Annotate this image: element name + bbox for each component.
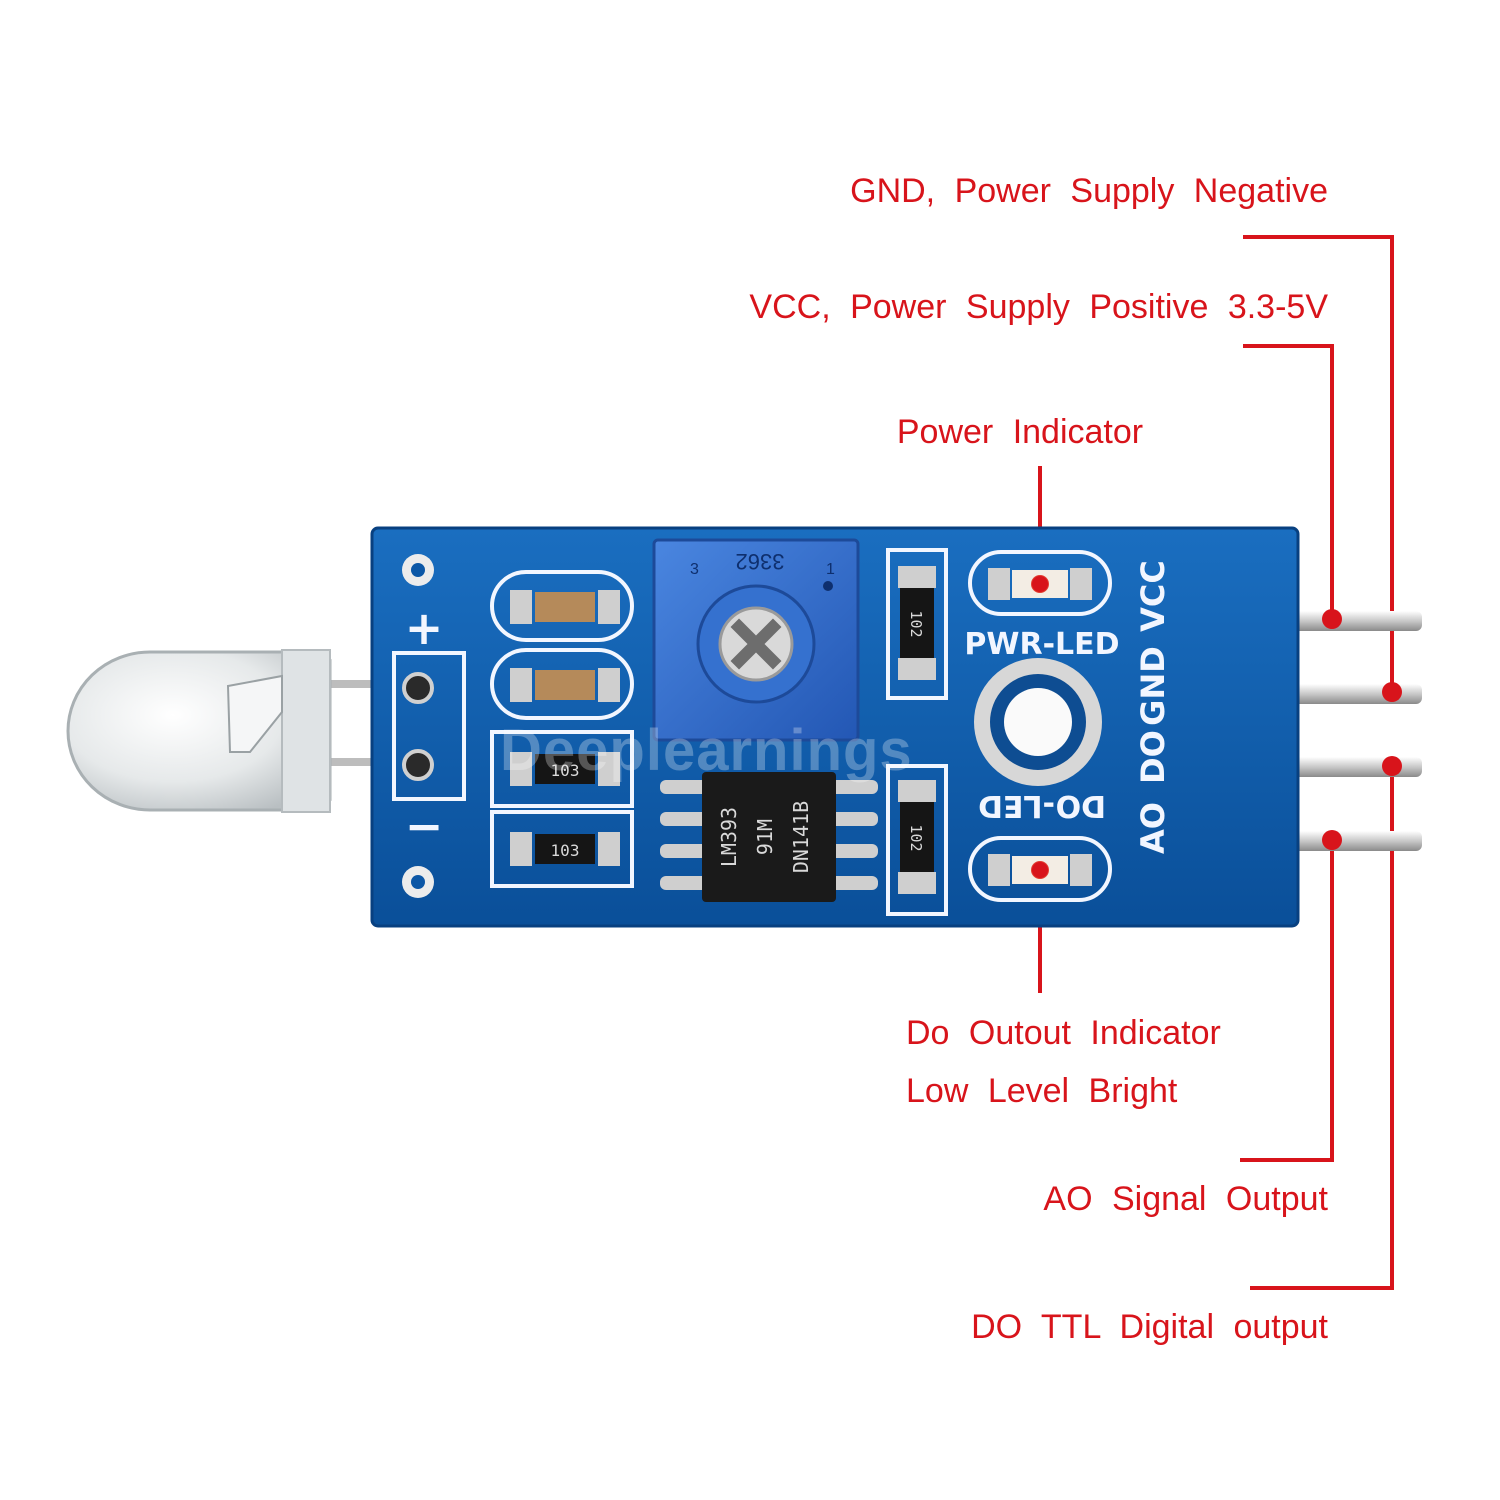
callout-do-output: DO TTL Digital output <box>971 1308 1328 1346</box>
label-pwr-led: PWR-LED <box>964 627 1119 662</box>
leader-gnd <box>1243 235 1394 691</box>
svg-text:LM393: LM393 <box>717 807 741 867</box>
svg-text:102: 102 <box>907 610 925 637</box>
resistor-103-a: 103 <box>510 752 620 786</box>
callout-do-indicator-note: Low Level Bright <box>906 1072 1178 1110</box>
resistor-103-b: 103 <box>510 832 620 866</box>
svg-text:103: 103 <box>551 761 580 780</box>
leader-do-output <box>1250 765 1394 1290</box>
label-do-led: DO-LED <box>978 788 1106 823</box>
polarity-minus: − <box>405 799 444 853</box>
pot-pin1-label: 1 <box>826 561 835 578</box>
lm393-ic: LM393 91M DN141B <box>660 772 878 902</box>
svg-text:DN141B: DN141B <box>789 801 813 873</box>
ir-led <box>66 649 418 813</box>
leader-dot-gnd <box>1382 682 1402 702</box>
potentiometer: 3362 3 1 <box>652 538 860 742</box>
label-pin-vcc: VCC <box>1134 560 1172 632</box>
resistor-102-top: 102 <box>898 566 936 680</box>
svg-text:102: 102 <box>907 824 925 851</box>
callout-gnd: GND, Power Supply Negative <box>850 172 1328 210</box>
leader-dot-ao <box>1322 830 1342 850</box>
leader-dot-power-led <box>1032 576 1048 592</box>
callout-ao-output: AO Signal Output <box>1043 1180 1328 1218</box>
pcb-board: + − 103 103 <box>370 526 1300 928</box>
watermark: Deeplearnings <box>500 718 913 783</box>
callout-vcc: VCC, Power Supply Positive 3.3-5V <box>749 288 1328 326</box>
capacitor-2 <box>510 668 620 702</box>
pot-pin-label: 3 <box>690 561 699 578</box>
pot-code: 3362 <box>736 549 785 574</box>
leader-vcc <box>1243 344 1334 617</box>
capacitor-1 <box>510 590 620 624</box>
leader-dot-do-led <box>1032 862 1048 878</box>
polarity-plus: + <box>405 601 444 655</box>
label-pin-gnd: GND <box>1134 646 1172 726</box>
svg-text:91M: 91M <box>753 819 777 855</box>
svg-text:103: 103 <box>551 841 580 860</box>
label-pin-ao: AO <box>1134 802 1172 854</box>
resistor-102-bottom: 102 <box>898 780 936 894</box>
callout-do-indicator: Do Outout Indicator <box>906 1014 1221 1052</box>
leader-ao-output <box>1240 840 1334 1162</box>
label-pin-do: DO <box>1134 730 1172 784</box>
leader-dot-vcc <box>1322 609 1342 629</box>
callout-power-indicator: Power Indicator <box>897 413 1143 451</box>
leader-dot-do <box>1382 756 1402 776</box>
